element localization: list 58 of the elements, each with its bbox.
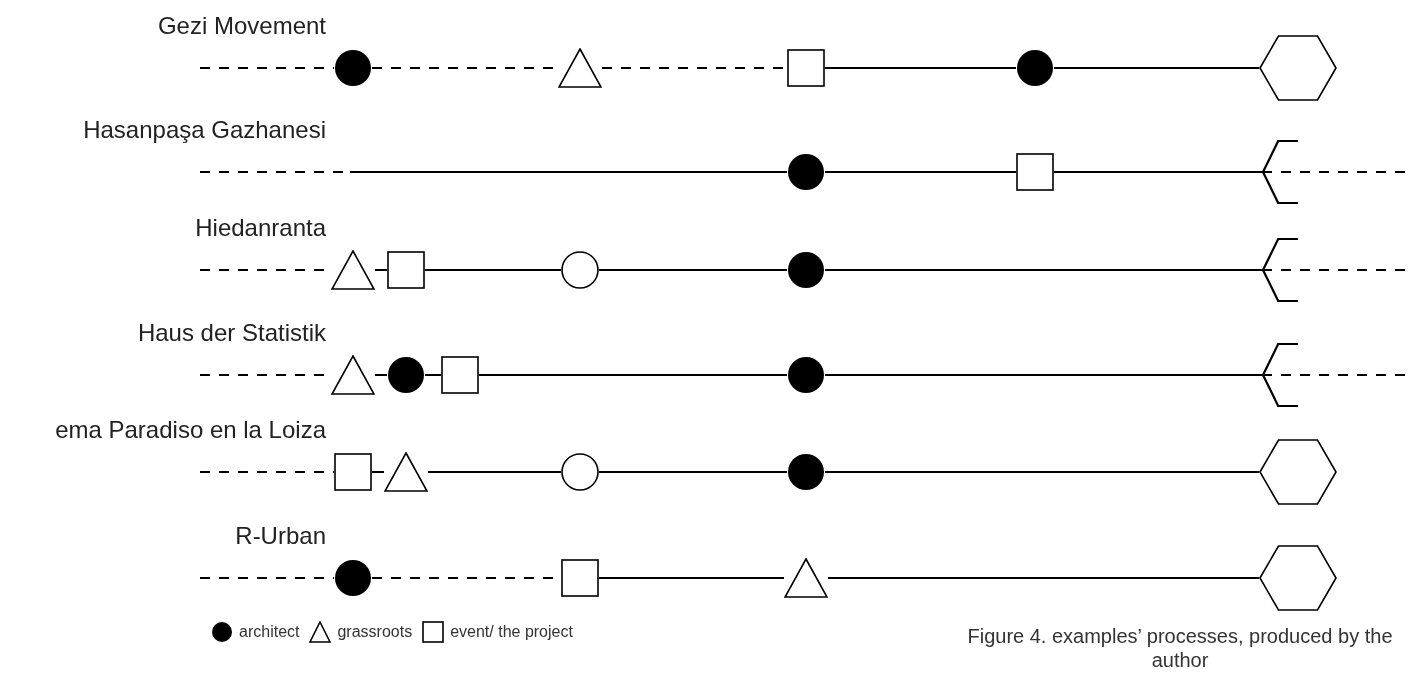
legend-text: architect bbox=[239, 622, 300, 642]
filled-circle bbox=[787, 251, 825, 289]
fork-symbol bbox=[1262, 343, 1298, 407]
row-title: Haus der Statistik bbox=[137, 319, 326, 347]
row-title: Hiedanranta bbox=[195, 214, 326, 242]
triangle bbox=[331, 250, 375, 290]
solid-line bbox=[374, 269, 388, 271]
solid-line bbox=[1053, 67, 1260, 69]
row-title: Hasanpaşa Gazhanesi bbox=[83, 116, 326, 144]
triangle bbox=[331, 355, 375, 395]
filled-circle bbox=[334, 559, 372, 597]
row-title: Gezi Movement bbox=[157, 12, 326, 40]
row-title: R-Urban bbox=[235, 522, 326, 550]
solid-line bbox=[371, 471, 385, 473]
filled-circle bbox=[787, 153, 825, 191]
square bbox=[441, 356, 479, 394]
legend-text: event/ the project bbox=[450, 622, 573, 642]
solid-line bbox=[478, 374, 788, 376]
hexagon bbox=[1259, 545, 1337, 611]
dashed-line bbox=[199, 577, 335, 579]
hexagon bbox=[1259, 35, 1337, 101]
solid-line bbox=[424, 374, 442, 376]
fork-symbol bbox=[1262, 238, 1298, 302]
open-circle bbox=[561, 251, 599, 289]
solid-line bbox=[598, 471, 788, 473]
open-circle bbox=[561, 453, 599, 491]
square bbox=[387, 251, 425, 289]
fork-symbol bbox=[1262, 140, 1298, 204]
solid-line bbox=[598, 269, 788, 271]
row-title: ema Paradiso en la Loiza bbox=[55, 416, 326, 444]
square bbox=[787, 49, 825, 87]
solid-line bbox=[349, 171, 788, 173]
dashed-line bbox=[199, 67, 335, 69]
triangle bbox=[784, 558, 828, 598]
square bbox=[334, 453, 372, 491]
filled-circle bbox=[387, 356, 425, 394]
solid-line bbox=[424, 269, 562, 271]
triangle bbox=[558, 48, 602, 88]
filled-circle bbox=[787, 453, 825, 491]
filled-circle bbox=[1016, 49, 1054, 87]
solid-line bbox=[598, 577, 785, 579]
solid-line bbox=[374, 374, 388, 376]
square bbox=[561, 559, 599, 597]
triangle bbox=[384, 452, 428, 492]
solid-line bbox=[824, 67, 1017, 69]
hexagon bbox=[1259, 439, 1337, 505]
solid-line bbox=[824, 269, 1263, 271]
square bbox=[1016, 153, 1054, 191]
solid-line bbox=[1053, 171, 1263, 173]
filled-circle bbox=[334, 49, 372, 87]
legend-text: grassroots bbox=[337, 622, 413, 642]
figure-caption: Figure 4. examples’ processes, produced by the author bbox=[966, 624, 1394, 672]
solid-line bbox=[824, 374, 1263, 376]
solid-line bbox=[427, 471, 562, 473]
solid-line bbox=[827, 577, 1260, 579]
filled-circle bbox=[787, 356, 825, 394]
solid-line bbox=[824, 171, 1017, 173]
solid-line bbox=[824, 471, 1260, 473]
